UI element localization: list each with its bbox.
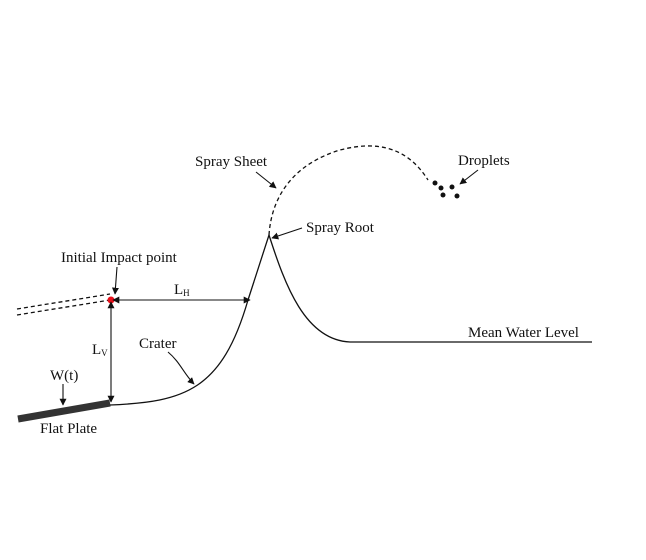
lh-label-sub: H (183, 288, 190, 298)
flat-plate-label: Flat Plate (40, 421, 97, 437)
spray-root-label: Spray Root (306, 220, 375, 236)
crater-label: Crater (139, 336, 176, 352)
lh-label: LH (174, 282, 190, 298)
droplet (432, 180, 438, 186)
spray-root-pointer (271, 227, 303, 240)
spray-sheet-trajectory (268, 145, 429, 236)
water-surface-profile (109, 232, 592, 406)
lh-label-main: L (174, 282, 183, 298)
droplet (438, 185, 444, 191)
spray-sheet-pointer (255, 171, 277, 189)
flat-plate (17, 399, 111, 423)
lv-label-sub: V (101, 348, 108, 358)
initial-impact-point-label: Initial Impact point (61, 250, 178, 266)
lv-label: LV (92, 342, 108, 358)
spray-sheet-label: Spray Sheet (195, 154, 268, 170)
droplets-label: Droplets (458, 153, 510, 169)
droplet (449, 184, 455, 190)
droplet-cluster (432, 180, 460, 199)
droplets-pointer (459, 169, 479, 185)
mean-water-level-label: Mean Water Level (468, 325, 579, 341)
crater-pointer (167, 351, 195, 385)
lv-label-main: L (92, 342, 101, 358)
droplet (454, 193, 460, 199)
droplet (440, 192, 446, 198)
wt-label: W(t) (50, 368, 78, 384)
initial-plate-position-outline (16, 293, 111, 316)
impact-point-pointer (111, 266, 119, 295)
